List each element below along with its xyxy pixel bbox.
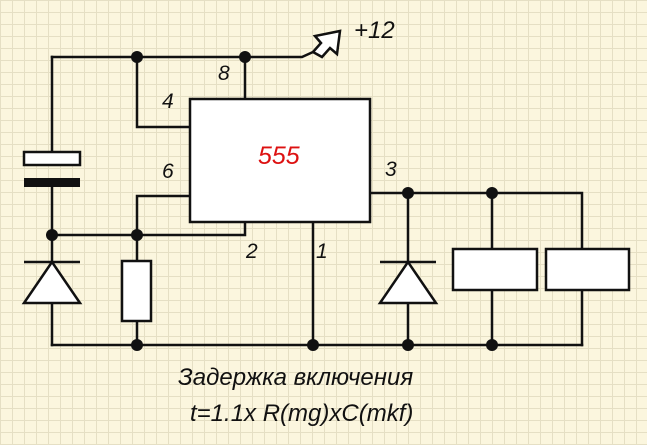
junction-dot xyxy=(46,229,58,241)
capacitor-symbol xyxy=(22,150,82,187)
junction-dot xyxy=(307,339,319,351)
junction-dot xyxy=(486,339,498,351)
resistor-symbol xyxy=(120,259,153,323)
chip-555-body xyxy=(188,97,372,224)
junction-dot xyxy=(131,229,143,241)
supply-arrow-icon xyxy=(311,29,342,59)
pin-1-label: 1 xyxy=(316,240,328,263)
junction-dot xyxy=(402,339,414,351)
junction-dot xyxy=(239,51,251,63)
caption-formula: t=1.1x R(mg)xC(mkf) xyxy=(190,400,414,427)
wire-top-rail xyxy=(50,50,315,59)
pin-8-label: 8 xyxy=(218,62,230,85)
junction-dot xyxy=(131,51,143,63)
rectangle-symbol xyxy=(544,247,631,292)
wire-pin4 xyxy=(135,55,192,129)
pin-4-label: 4 xyxy=(162,90,174,113)
pin-2-label: 2 xyxy=(246,240,258,263)
pin-3-label: 3 xyxy=(385,158,397,181)
wire-pin3 xyxy=(368,191,584,251)
junction-dot xyxy=(131,339,143,351)
diode-symbol xyxy=(377,259,439,305)
junction-dot xyxy=(402,187,414,199)
pin-6-label: 6 xyxy=(162,160,174,183)
junction-dot xyxy=(486,187,498,199)
chip-555-label: 555 xyxy=(258,142,300,170)
diode-symbol xyxy=(21,259,83,305)
supply-voltage-label: +12 xyxy=(354,17,395,44)
caption-title: Задержка включения xyxy=(178,364,414,391)
rectangle-symbol xyxy=(451,247,539,292)
wire-pin2 xyxy=(50,220,247,237)
